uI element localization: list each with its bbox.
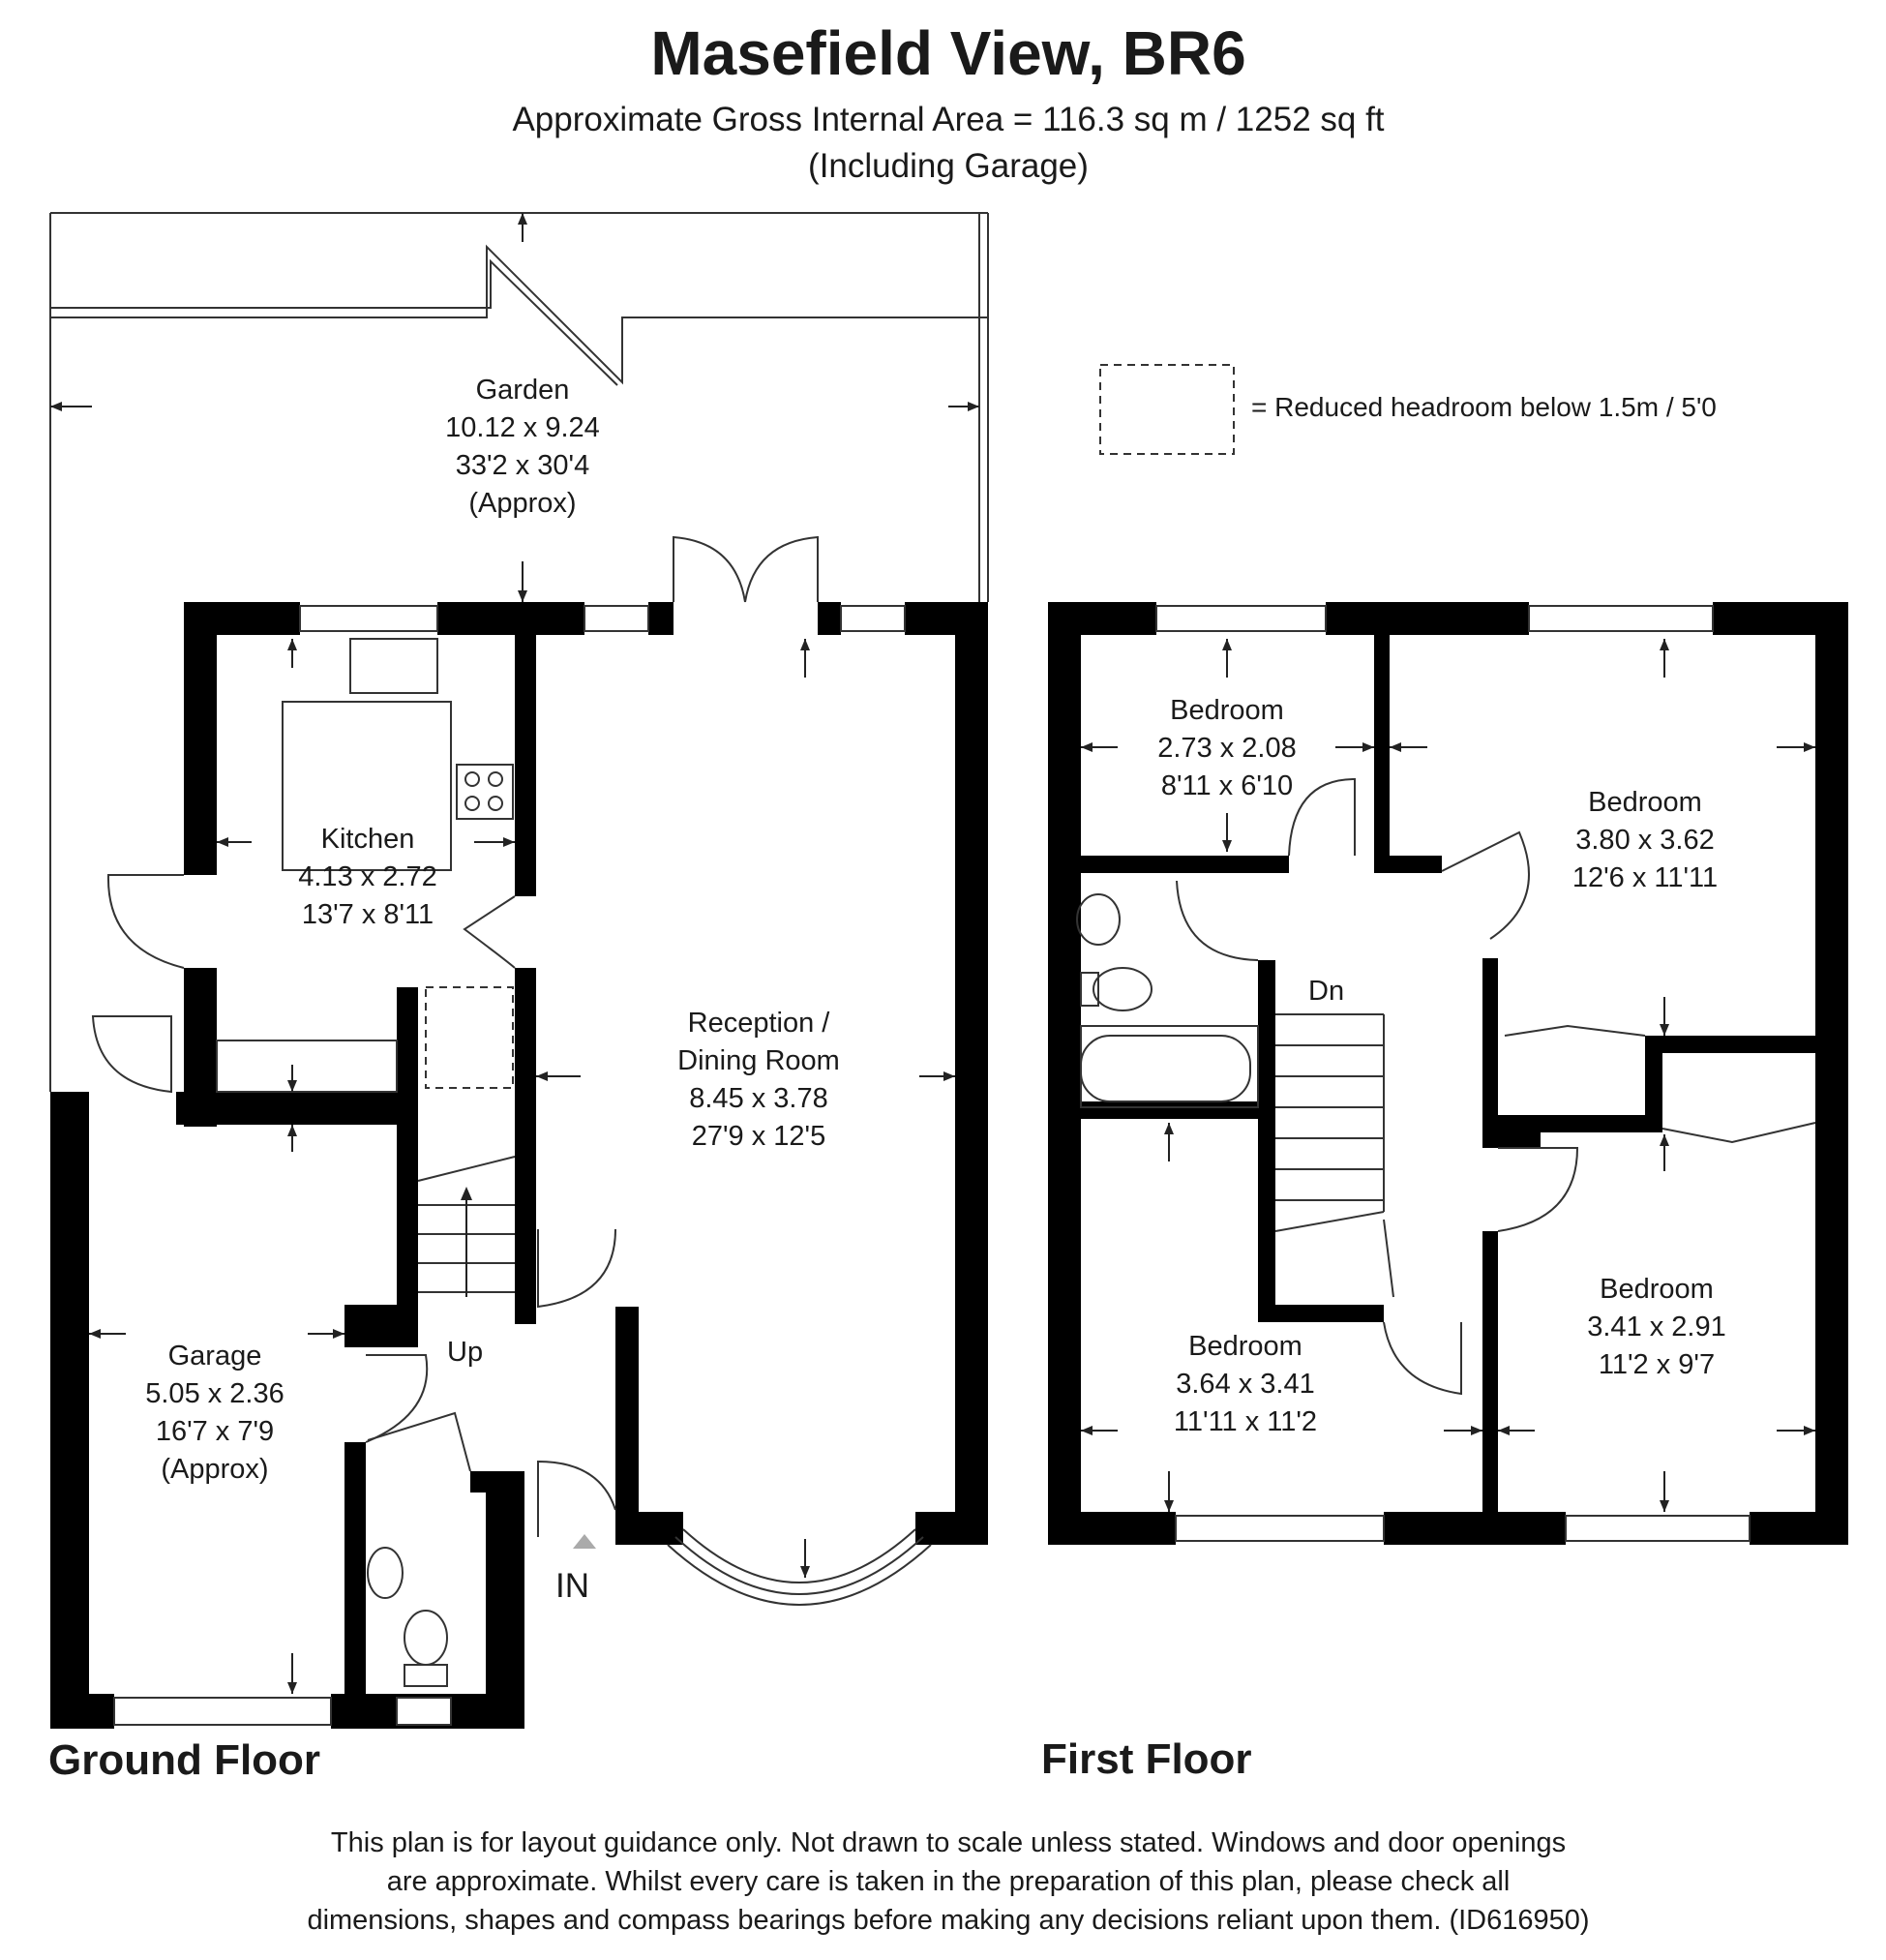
hob-icon <box>456 764 514 820</box>
kitchen-label: Kitchen 4.13 x 2.72 13'7 x 8'11 <box>298 824 437 930</box>
plan-title: Masefield View, BR6 <box>650 18 1245 88</box>
svg-text:(Approx): (Approx) <box>161 1454 268 1485</box>
ground-floor-doors <box>91 535 819 1537</box>
svg-text:Bedroom: Bedroom <box>1600 1274 1714 1305</box>
svg-text:8'11 x 6'10: 8'11 x 6'10 <box>1161 770 1293 801</box>
svg-text:Dining Room: Dining Room <box>677 1045 840 1076</box>
first-floor-doors <box>1176 777 1816 1396</box>
svg-text:3.64 x 3.41: 3.64 x 3.41 <box>1176 1369 1315 1400</box>
svg-text:11'2 x 9'7: 11'2 x 9'7 <box>1599 1349 1715 1380</box>
svg-text:Bedroom: Bedroom <box>1588 787 1702 818</box>
bedroom-front-left-label: Bedroom 3.64 x 3.41 11'11 x 11'2 <box>1174 1331 1317 1437</box>
disclaimer: This plan is for layout guidance only. N… <box>307 1827 1589 1936</box>
svg-text:33'2 x 30'4: 33'2 x 30'4 <box>456 450 589 481</box>
svg-text:27'9 x 12'5: 27'9 x 12'5 <box>692 1121 825 1152</box>
gross-area-note: (Including Garage) <box>808 147 1089 185</box>
garage-label: Garage 5.05 x 2.36 16'7 x 7'9 (Approx) <box>145 1341 284 1485</box>
gross-area: Approximate Gross Internal Area = 116.3 … <box>512 101 1384 138</box>
kitchen-worktop <box>282 701 452 871</box>
sink-icon <box>349 638 438 694</box>
first-floor-fixtures <box>1076 893 1385 1232</box>
ground-floor-walls <box>50 602 988 1729</box>
basin-icon <box>367 1547 404 1599</box>
svg-text:Kitchen: Kitchen <box>321 824 415 855</box>
first-floor-windows <box>1155 605 1751 1542</box>
bedroom-small-label: Bedroom 2.73 x 2.08 8'11 x 6'10 <box>1157 695 1297 801</box>
svg-text:16'7 x 7'9: 16'7 x 7'9 <box>156 1416 274 1447</box>
entrance-arrow-icon <box>573 1534 596 1549</box>
bedroom-rear-right-label: Bedroom 3.80 x 3.62 12'6 x 11'11 <box>1572 787 1718 893</box>
svg-text:11'11 x 11'2: 11'11 x 11'2 <box>1174 1406 1317 1437</box>
ground-floor-fixtures <box>216 638 596 1687</box>
svg-text:Reception /: Reception / <box>688 1008 831 1039</box>
svg-text:2.73 x 2.08: 2.73 x 2.08 <box>1157 733 1297 764</box>
bath-icon <box>1080 1035 1251 1102</box>
first-floor-walls <box>1048 602 1848 1545</box>
svg-text:13'7 x 8'11: 13'7 x 8'11 <box>302 899 434 930</box>
svg-text:10.12 x 9.24: 10.12 x 9.24 <box>445 412 600 443</box>
reduced-headroom-area <box>425 986 514 1089</box>
ground-floor-windows <box>113 605 932 1726</box>
reduced-headroom-label: = Reduced headroom below 1.5m / 5'0 <box>1251 392 1717 422</box>
svg-text:Garage: Garage <box>168 1341 262 1372</box>
first-dimension-arrows <box>1081 639 1815 1512</box>
garden-label: Garden 10.12 x 9.24 33'2 x 30'4 (Approx) <box>445 375 600 519</box>
ground-stairs <box>417 1156 516 1297</box>
reduced-headroom-key <box>1099 364 1235 455</box>
svg-text:3.80 x 3.62: 3.80 x 3.62 <box>1575 825 1715 856</box>
svg-text:dimensions, shapes and compass: dimensions, shapes and compass bearings … <box>307 1905 1589 1936</box>
reception-label: Reception / Dining Room 8.45 x 3.78 27'9… <box>677 1008 840 1152</box>
svg-text:12'6 x 11'11: 12'6 x 11'11 <box>1572 862 1718 893</box>
bedroom-front-right-label: Bedroom 3.41 x 2.91 11'2 x 9'7 <box>1587 1274 1726 1380</box>
svg-text:are approximate. Whilst every: are approximate. Whilst every care is ta… <box>387 1866 1511 1897</box>
svg-text:This plan is for layout guidan: This plan is for layout guidance only. N… <box>331 1827 1566 1858</box>
svg-text:(Approx): (Approx) <box>468 488 576 519</box>
first-floor: Bedroom 2.73 x 2.08 8'11 x 6'10 Bedroom … <box>1041 602 1848 1783</box>
svg-text:3.41 x 2.91: 3.41 x 2.91 <box>1587 1312 1726 1342</box>
svg-text:Bedroom: Bedroom <box>1170 695 1284 726</box>
ground-dimension-arrows <box>50 213 979 1694</box>
stairs-up-label: Up <box>447 1337 483 1368</box>
basin-icon <box>1076 893 1121 946</box>
svg-text:Bedroom: Bedroom <box>1188 1331 1302 1362</box>
ground-floor: Garden 10.12 x 9.24 33'2 x 30'4 (Approx)… <box>48 212 989 1784</box>
svg-text:Garden: Garden <box>476 375 570 406</box>
svg-text:5.05 x 2.36: 5.05 x 2.36 <box>145 1378 284 1409</box>
entrance-label: IN <box>555 1567 589 1605</box>
first-floor-label: First Floor <box>1041 1735 1252 1783</box>
ground-floor-label: Ground Floor <box>48 1736 320 1784</box>
toilet-icon <box>1093 967 1153 1011</box>
toilet-icon <box>404 1610 448 1666</box>
svg-text:4.13 x 2.72: 4.13 x 2.72 <box>298 861 437 892</box>
svg-text:8.45 x 3.78: 8.45 x 3.78 <box>689 1083 828 1114</box>
first-floor-stairs <box>1274 1013 1385 1232</box>
stairs-down-label: Dn <box>1308 976 1344 1007</box>
